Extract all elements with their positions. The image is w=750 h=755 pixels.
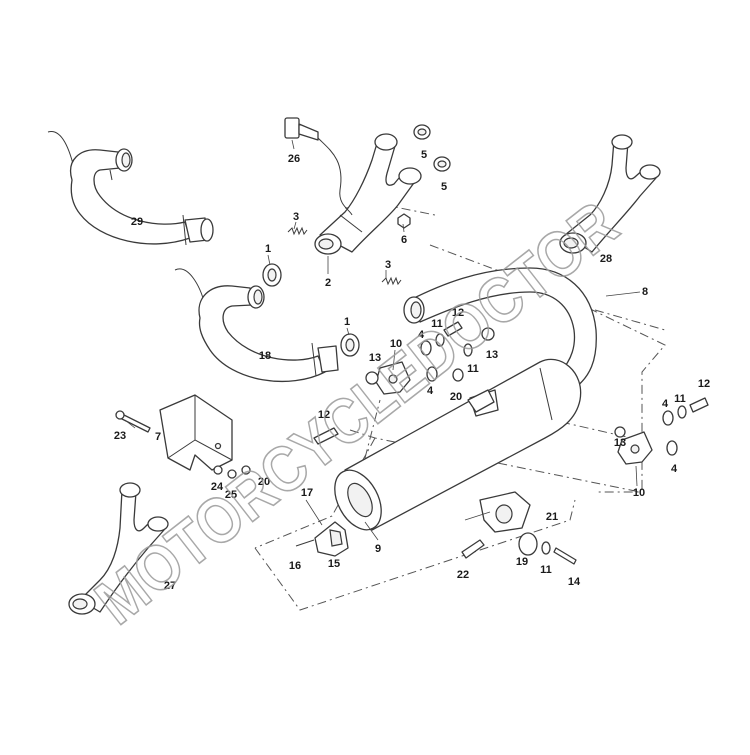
- callout-2: 2: [325, 277, 331, 289]
- callout-11c: 11: [674, 393, 686, 405]
- callout-10b: 10: [633, 487, 645, 499]
- leader-lines: [124, 139, 641, 541]
- callout-16: 16: [289, 560, 301, 572]
- callout-5a: 5: [421, 149, 427, 161]
- callout-20a: 20: [450, 391, 462, 403]
- header-pipe-lower-left: [68, 482, 169, 615]
- callout-17: 17: [301, 487, 313, 499]
- oxygen-sensor: [284, 117, 353, 216]
- y-pipe-center: [314, 133, 422, 255]
- callout-8: 8: [642, 286, 648, 298]
- callout-3a: 3: [293, 211, 299, 223]
- callout-10a: 10: [390, 338, 402, 350]
- callout-12a: 12: [452, 307, 464, 319]
- callout-21: 21: [546, 511, 558, 523]
- callout-4d: 4: [671, 463, 678, 475]
- callout-14: 14: [568, 576, 581, 588]
- callout-9: 9: [375, 543, 381, 555]
- heat-shield-bracket: [159, 394, 233, 471]
- callout-27: 27: [164, 580, 176, 592]
- muffler: [334, 358, 582, 531]
- header-pipe-upper-right: [559, 134, 661, 254]
- callout-4c: 4: [662, 398, 669, 410]
- callout-19: 19: [516, 556, 528, 568]
- callout-3b: 3: [385, 259, 391, 271]
- callout-18: 18: [259, 350, 271, 362]
- callout-4a: 4: [418, 329, 425, 341]
- hardware-parts: [115, 124, 709, 565]
- callout-24: 24: [211, 481, 224, 493]
- callout-5b: 5: [441, 181, 447, 193]
- callout-15: 15: [328, 558, 340, 570]
- header-pipe-upper-left: [47, 131, 214, 246]
- callout-13a: 13: [486, 349, 498, 361]
- callout-25: 25: [225, 489, 237, 501]
- callout-11a: 11: [431, 318, 443, 330]
- callout-28: 28: [600, 253, 612, 265]
- callout-26: 26: [288, 153, 300, 165]
- callout-20b: 20: [258, 476, 270, 488]
- callout-11d: 11: [540, 564, 552, 576]
- callout-11b: 11: [467, 363, 479, 375]
- callout-6: 6: [401, 234, 407, 246]
- callout-12c: 12: [698, 378, 710, 390]
- callout-13c: 13: [614, 437, 626, 449]
- callout-4b: 4: [427, 385, 434, 397]
- callout-1a: 1: [265, 243, 271, 255]
- callout-22: 22: [457, 569, 469, 581]
- callout-29: 29: [131, 216, 143, 228]
- header-pipe-middle-left: [174, 268, 339, 383]
- callout-7: 7: [155, 431, 161, 443]
- callout-1b: 1: [344, 316, 350, 328]
- callout-labels: 1 1 2 3 3 4 4 4 4 5 5 6 7 8 9 10 10 11 1…: [114, 149, 710, 592]
- callout-12b: 12: [318, 409, 330, 421]
- callout-13b: 13: [369, 352, 381, 364]
- callout-23: 23: [114, 430, 126, 442]
